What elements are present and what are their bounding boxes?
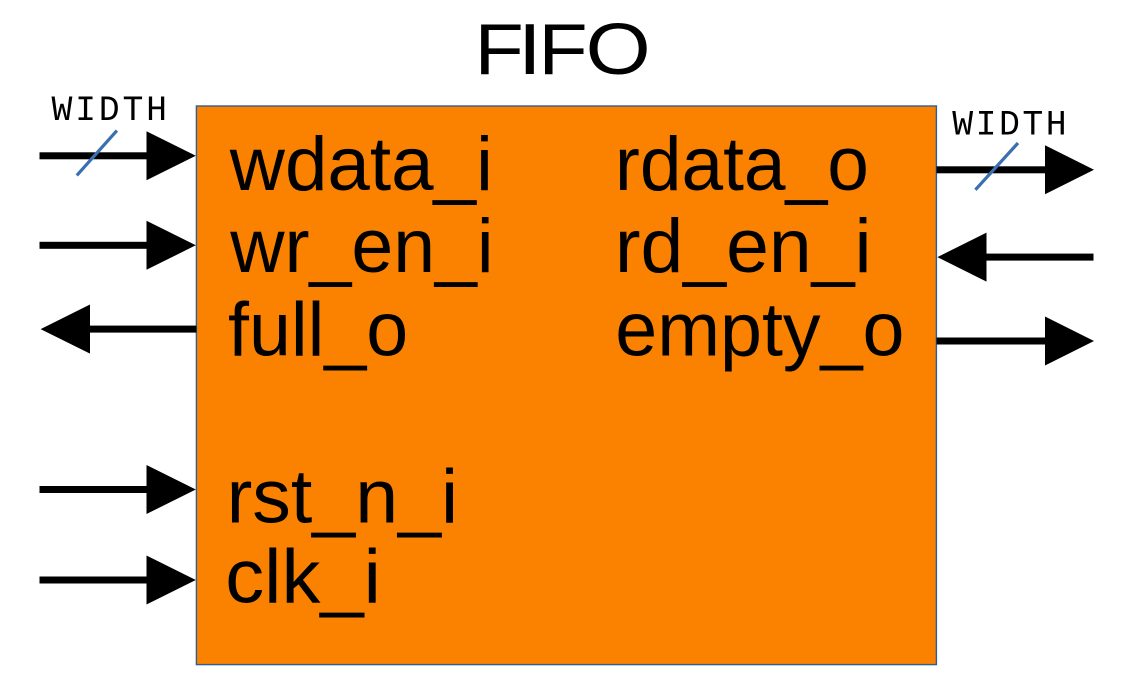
svg-text:WIDTH: WIDTH — [52, 92, 168, 131]
svg-text:rd_en_i: rd_en_i — [615, 204, 872, 289]
svg-text:full_o: full_o — [228, 288, 408, 373]
svg-text:empty_o: empty_o — [615, 288, 904, 373]
svg-text:wdata_i: wdata_i — [229, 122, 493, 207]
svg-text:wr_en_i: wr_en_i — [229, 204, 493, 289]
svg-text:clk_i: clk_i — [225, 534, 381, 619]
svg-text:rdata_o: rdata_o — [615, 122, 869, 207]
svg-text:WIDTH: WIDTH — [952, 107, 1066, 146]
svg-text:FIFO: FIFO — [475, 10, 651, 90]
svg-text:rst_n_i: rst_n_i — [227, 454, 459, 539]
